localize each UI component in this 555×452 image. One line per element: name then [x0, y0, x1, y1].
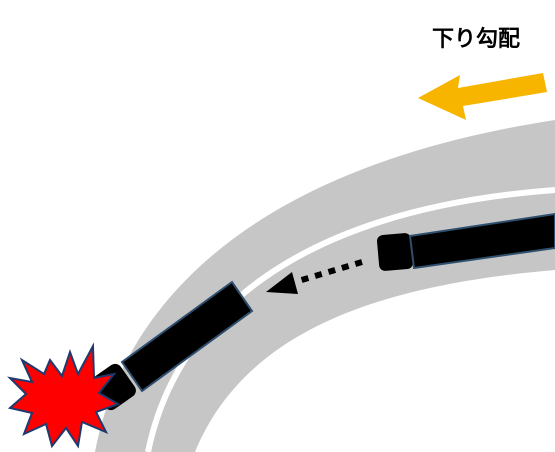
crashing-vehicle [90, 280, 254, 411]
left-arrow-icon [418, 73, 547, 120]
crash-burst-icon [7, 342, 121, 449]
slope-label: 下り勾配 [432, 26, 520, 52]
trailing-vehicle [376, 212, 555, 271]
dotted-arrow-icon [266, 259, 363, 294]
lane-line [145, 187, 555, 452]
